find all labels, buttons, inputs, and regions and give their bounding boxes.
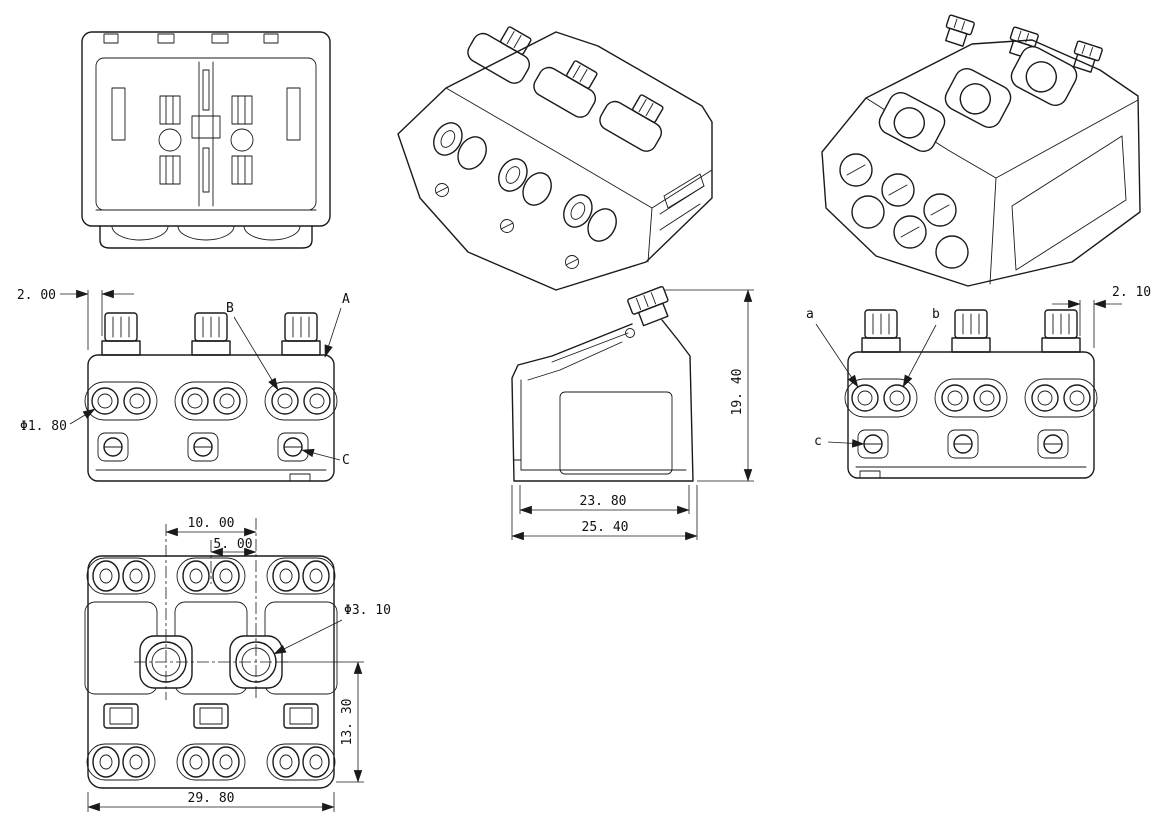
datum-label-B: B <box>226 301 234 316</box>
dim-label-13-30: 13. 30 <box>340 699 355 746</box>
dim-label-dia-1-80: Φ1. 80 <box>20 419 67 434</box>
datum-label-A: A <box>342 292 350 307</box>
datum-label-b: b <box>932 307 940 322</box>
dim-label-25-40: 25. 40 <box>582 520 629 535</box>
datum-label-C: C <box>342 453 350 468</box>
datum-label-a: a <box>806 307 814 322</box>
dim-label-5-00: 5. 00 <box>213 537 252 552</box>
dim-label-23-80: 23. 80 <box>580 494 627 509</box>
dim-label-10-00: 10. 00 <box>188 516 235 531</box>
view-side-dimensioned: 19. 40 23. 80 25. 40 <box>511 286 754 541</box>
dim-label-dia-3-10: Φ3. 10 <box>344 603 391 618</box>
view-front-labeled: a b 2. 10 c <box>806 285 1151 479</box>
view-front-dimensioned: 2. 00 B A Φ1. 80 C <box>17 288 350 482</box>
view-rear <box>81 31 331 249</box>
dim-label-19-40: 19. 40 <box>730 369 745 416</box>
view-iso-front-left <box>397 13 713 291</box>
view-top-dimensioned: 10. 00 5. 00 Φ3. 10 13. 30 29. 80 <box>84 516 391 812</box>
datum-label-c: c <box>814 434 822 449</box>
view-iso-front-right <box>821 13 1141 287</box>
dim-label-2-00: 2. 00 <box>17 288 56 303</box>
dim-label-2-10: 2. 10 <box>1112 285 1151 300</box>
dim-label-29-80: 29. 80 <box>188 791 235 806</box>
